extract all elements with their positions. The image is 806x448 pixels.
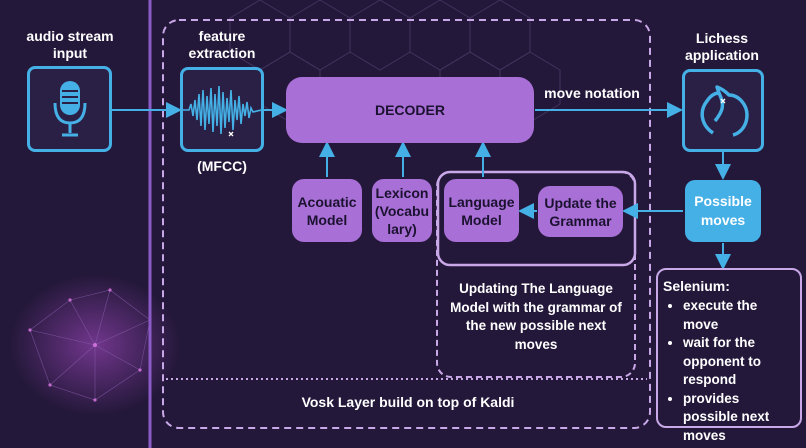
selenium-box: Selenium: execute the move wait for the …	[656, 268, 802, 443]
lexicon-node: Lexicon (Vocabu lary)	[372, 179, 432, 242]
vosk-layer-frame	[162, 19, 651, 429]
language-model-label: Language Model	[448, 193, 515, 228]
decoder-label: DECODER	[374, 102, 445, 118]
update-description: Updating The Language Model with the gra…	[450, 281, 622, 352]
lexicon-label: Lexicon (Vocabu lary)	[374, 184, 430, 237]
lichess-box	[682, 69, 764, 152]
plexus-decoration	[10, 275, 180, 415]
selenium-item: wait for the opponent to respond	[683, 334, 796, 390]
move-notation-label: move notation	[544, 85, 640, 101]
lichess-horse-icon	[700, 84, 749, 137]
feature-extraction-label: feature extraction	[188, 28, 256, 61]
acoustic-model-label: Acouatic Model	[297, 193, 357, 228]
acoustic-model-node: Acouatic Model	[292, 179, 362, 242]
audio-input-label: audio stream input	[26, 28, 114, 61]
microphone-icon	[53, 81, 86, 137]
waveform-box	[180, 67, 264, 152]
microphone-box	[27, 66, 112, 152]
possible-moves-label: Possible moves	[694, 193, 752, 228]
possible-moves-node: Possible moves	[685, 180, 761, 242]
lichess-app-label: Lichess application	[685, 30, 759, 63]
update-grammar-label: Update the Grammar	[544, 194, 617, 229]
selenium-list: execute the move wait for the opponent t…	[663, 297, 796, 445]
vosk-layer-label: Vosk Layer build on top of Kaldi	[301, 394, 515, 410]
selenium-item: provides possible next moves	[683, 390, 796, 446]
update-grammar-node: Update the Grammar	[538, 186, 623, 237]
waveform-icon	[183, 85, 261, 136]
language-model-node: Language Model	[444, 179, 519, 242]
mfcc-label: (MFCC)	[197, 158, 247, 174]
decoder-node: DECODER	[286, 77, 534, 143]
selenium-item: execute the move	[683, 297, 796, 334]
selenium-title: Selenium:	[663, 278, 730, 294]
